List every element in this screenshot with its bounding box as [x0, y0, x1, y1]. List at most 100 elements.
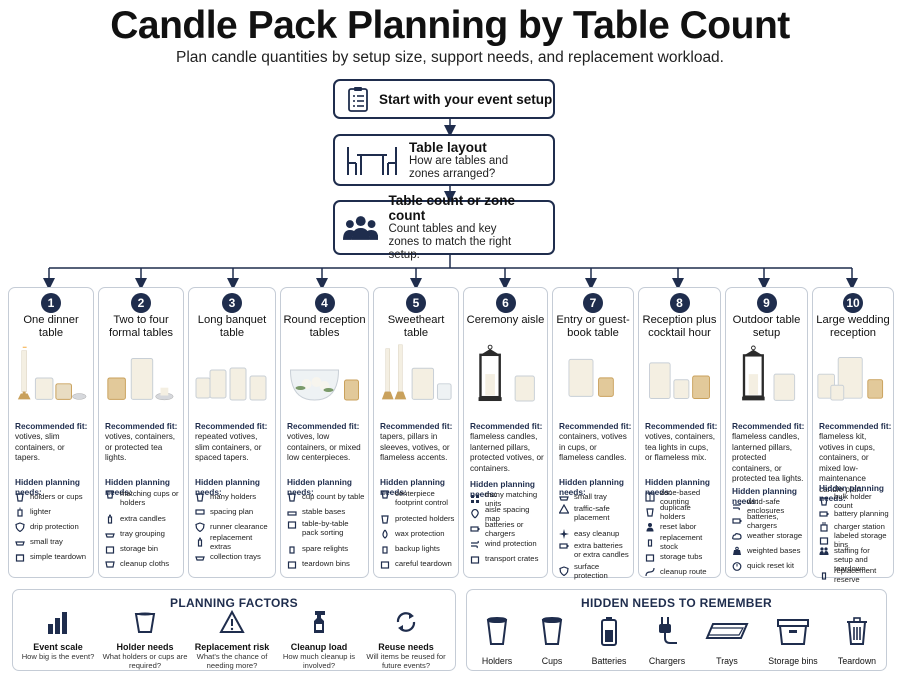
need-teardown: Teardown [827, 616, 887, 666]
hidden-needs-list: holders or cups lighter drip protection … [15, 489, 90, 564]
recommended-text: flameless candles, lanterned pillars, pr… [732, 432, 804, 483]
recommended-label: Recommended fit: [645, 421, 718, 431]
list-item: weighted bases [732, 543, 804, 558]
holder-icon [15, 492, 25, 502]
weight-icon [732, 546, 742, 556]
setup-card-1: 1 One dinner table Recommended fit: voti… [8, 287, 94, 578]
card-title: Ceremony aisle [466, 314, 545, 326]
card-number-badge: 3 [222, 293, 242, 313]
setup-card-6: 6 Ceremony aisle Recommended fit: flamel… [463, 287, 548, 578]
recommended-label: Recommended fit: [732, 421, 805, 431]
setup-card-7: 7 Entry or guest-book table Recommended … [552, 287, 634, 580]
cup-icon [134, 612, 156, 633]
list-item: replacement extras [195, 533, 272, 551]
candle-illustration [377, 344, 455, 408]
setup-card-10: 10 Large wedding reception Recommended f… [812, 287, 894, 584]
candle-illustration [12, 344, 90, 408]
list-item: charger station [819, 520, 890, 533]
hidden-needs-label: Hidden planning needs: [380, 477, 445, 497]
page-subtitle: Plan candle quantities by setup size, su… [175, 49, 724, 66]
list-item: small tray [559, 489, 630, 504]
warning-icon [219, 609, 245, 633]
battery-icon [819, 509, 829, 519]
list-item: replacement stock [645, 533, 717, 551]
recommended-label: Recommended fit: [380, 421, 453, 431]
card-title: Round reception tables [283, 314, 366, 339]
flow-step-desc: How are tables and zones arranged? [409, 154, 509, 180]
list-item: centerpiece footprint control [380, 489, 455, 511]
panel-title: HIDDEN NEEDS TO REMEMBER [581, 596, 772, 610]
list-item: extra batteries or extra candles [559, 541, 630, 563]
list-item: battery planning [819, 507, 890, 520]
recommended-label: Recommended fit: [470, 421, 543, 431]
charger-icon [659, 617, 677, 644]
recommended-text: votives, slim containers, or tapers. [15, 432, 65, 462]
battery-icon [470, 524, 480, 534]
bar-chart-icon [48, 612, 67, 634]
candle-illustration [102, 344, 180, 408]
candle-illustration [556, 344, 630, 408]
factor-reuse-needs: Reuse needs Will items be reused for fut… [363, 610, 449, 670]
shield-icon [195, 521, 205, 532]
list-item: wind protection [470, 536, 544, 551]
tray-icon [559, 492, 569, 502]
recommended-text: tapers, pillars in sleeves, votives, or … [380, 432, 450, 462]
base-icon [287, 507, 297, 517]
setup-card-3: 3 Long banquet table Recommended fit: re… [188, 287, 276, 578]
card-title: Two to four formal tables [108, 314, 174, 339]
recommended-text: containers, votives in cups, or flameles… [559, 432, 627, 462]
factor-event-scale: Event scale How big is the event? [15, 610, 101, 661]
people-group-icon [343, 215, 379, 240]
storage-bin-icon [287, 559, 297, 569]
list-item: labeled storage bins [819, 531, 890, 549]
candle-illustration [192, 344, 272, 408]
panel-title: PLANNING FACTORS [170, 596, 298, 610]
list-item: spacing plan [195, 504, 272, 519]
list-item: cup count by table [287, 489, 365, 504]
recommended-text: flameless candles, lanterned pillars, pr… [470, 432, 544, 473]
person-icon [645, 522, 655, 532]
list-item: extra candles [105, 511, 180, 526]
card-number-badge: 6 [495, 293, 516, 313]
recommended-label: Recommended fit: [819, 421, 892, 431]
ruler-icon [195, 507, 205, 517]
hidden-needs-label: Hidden planning needs: [470, 479, 535, 499]
people-icon [819, 546, 829, 556]
list-item: tray grouping [105, 526, 180, 541]
list-item: runner clearance [195, 519, 272, 534]
list-item: teardown bins [287, 556, 365, 571]
flow-step-title: Start with your event setup [379, 91, 553, 107]
hidden-needs-label: Hidden planning needs: [645, 477, 710, 497]
card-number-badge: 7 [583, 293, 603, 313]
cup-icon [541, 617, 563, 645]
recommended-label: Recommended fit: [287, 421, 360, 431]
recommended-label: Recommended fit: [559, 421, 632, 431]
hidden-needs-list: centerpiece footprint control protected … [380, 489, 455, 571]
sparkle-icon [559, 528, 569, 539]
recommended-text: votives, low containers, or mixed low ce… [287, 432, 361, 462]
charger-icon [819, 521, 829, 532]
list-item: simple teardown [15, 549, 90, 564]
recommended-text: votives, containers, tea lights in cups,… [645, 432, 716, 462]
factor-replacement-risk: Replacement risk What's the chance of ne… [189, 609, 275, 670]
hidden-needs-list: zone-based counting duplicate holders re… [645, 488, 717, 579]
flow-step-layout: Table layout How are tables and zones ar… [333, 134, 555, 186]
cup-icon [287, 492, 297, 502]
storage-bin-icon [819, 535, 829, 545]
candle-icon [819, 570, 829, 580]
recommended-label: Recommended fit: [15, 421, 88, 431]
need-trays: Trays [697, 616, 757, 666]
list-item: cleanup route [645, 564, 717, 579]
list-item: collection trays [195, 549, 272, 564]
card-number-badge: 1 [41, 293, 61, 313]
list-item: traffic-safe placement [558, 503, 630, 526]
list-item: cleanup cloths [105, 556, 180, 571]
list-item: quick reset kit [732, 558, 804, 573]
lantern-illustration [467, 344, 544, 408]
card-title: Sweetheart table [387, 314, 445, 339]
card-title: Long banquet table [197, 314, 267, 339]
flow-connectors [43, 119, 858, 290]
list-item: batteries or chargers [470, 520, 544, 538]
list-item: spare relights [287, 541, 365, 556]
hidden-needs-list: many matching units aisle spacing map ba… [470, 490, 544, 566]
